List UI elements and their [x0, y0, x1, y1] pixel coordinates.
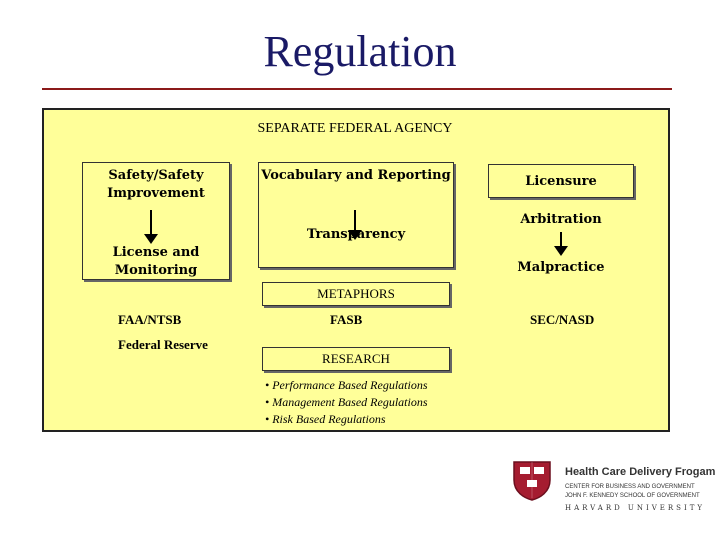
research-label: RESEARCH — [322, 351, 390, 366]
federal-reserve-label: Federal Reserve — [118, 337, 208, 352]
vocabulary-box — [258, 162, 454, 268]
logo-program-name: Health Care Delivery Frogam — [565, 466, 716, 478]
agency-label: SEPARATE FEDERAL AGENCY — [257, 121, 453, 136]
down-arrow-icon — [348, 210, 362, 240]
metaphor-faa: FAA/NTSB — [118, 312, 182, 327]
down-arrow-icon — [144, 210, 158, 244]
research-box — [262, 347, 450, 371]
arbitration-label: Arbitration — [520, 212, 602, 227]
vocabulary-label: Vocabulary and Reporting — [261, 168, 451, 183]
research-item: • Management Based Regulations — [265, 395, 428, 409]
title-divider — [42, 88, 672, 90]
metaphors-box — [262, 282, 450, 306]
license-label: License and Monitoring — [112, 245, 200, 278]
logo-line-3: HARVARD UNIVERSITY — [565, 504, 705, 512]
logo-line-2: JOHN F. KENNEDY SCHOOL OF GOVERNMENT — [565, 493, 700, 499]
slide-title: Regulation — [263, 27, 457, 76]
down-arrow-icon — [554, 232, 568, 256]
metaphor-fasb: FASB — [330, 312, 363, 327]
research-item: • Performance Based Regulations — [265, 378, 428, 392]
safety-box — [82, 162, 230, 280]
metaphor-sec: SEC/NASD — [530, 312, 595, 327]
metaphors-label: METAPHORS — [317, 286, 395, 301]
malpractice-label: Malpractice — [517, 260, 605, 275]
safety-label: Safety/Safety Improvement — [107, 168, 205, 201]
licensure-label: Licensure — [525, 174, 597, 189]
research-item: • Risk Based Regulations — [265, 412, 386, 426]
licensure-box — [488, 164, 634, 198]
harvard-shield-icon — [513, 461, 551, 501]
logo-line-1: CENTER FOR BUSINESS AND GOVERNMENT — [565, 484, 695, 490]
